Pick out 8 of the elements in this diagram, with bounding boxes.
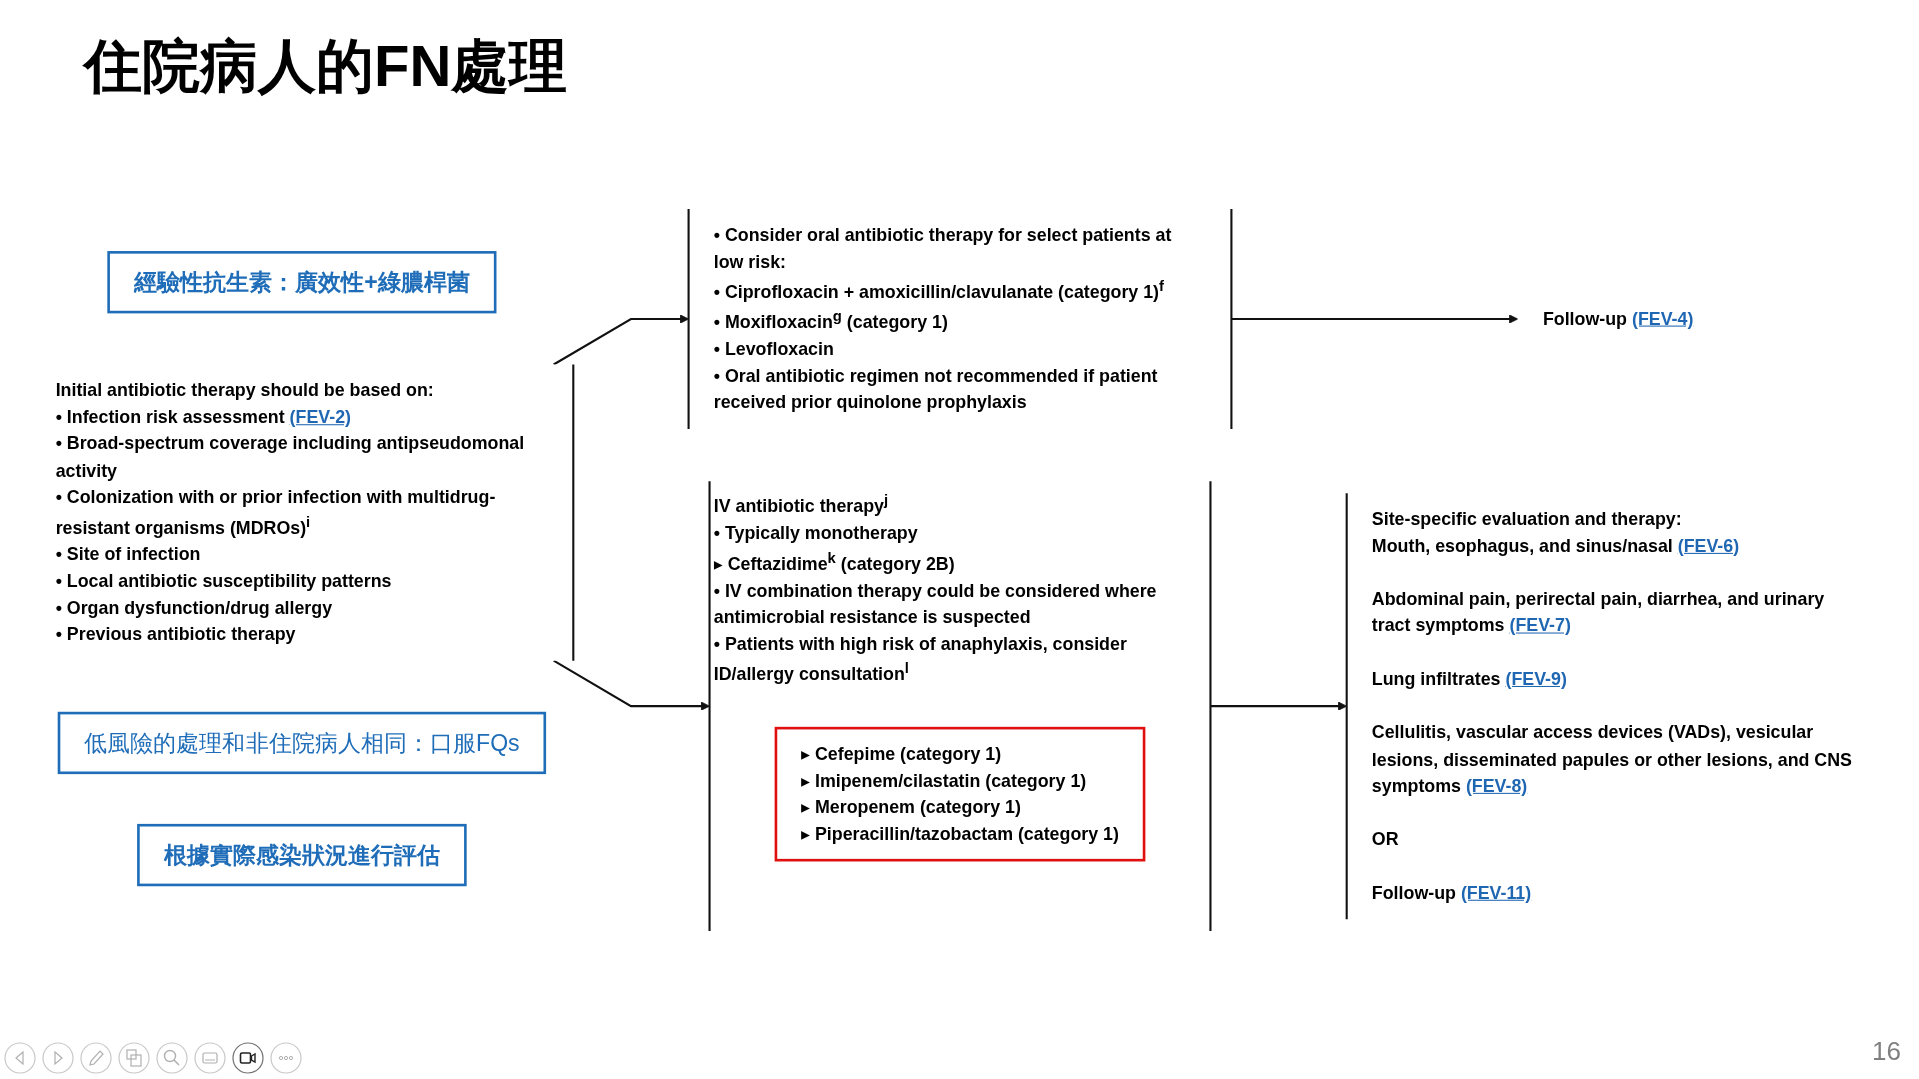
slide-title: 住院病人的FN處理 [84, 32, 568, 100]
node-box: 低風險的處理和非住院病人相同：口服FQs [57, 711, 547, 775]
page-number: 16 [1872, 1036, 1901, 1067]
node-text: Follow-up (FEV-4) [1542, 308, 1694, 329]
node-box: 根據實際感染狀況進行評估 [137, 823, 467, 887]
arrow [1231, 314, 1519, 324]
node-box: ▸ Cefepime (category 1) ▸ Imipenem/cilastatin (category 1) ▸ Meropenem (category 1) ▸ Piperacillin/tazobactam (category 1) [774, 726, 1146, 862]
node-box: 經驗性抗生素：廣效性+綠膿桿菌 [107, 251, 497, 314]
